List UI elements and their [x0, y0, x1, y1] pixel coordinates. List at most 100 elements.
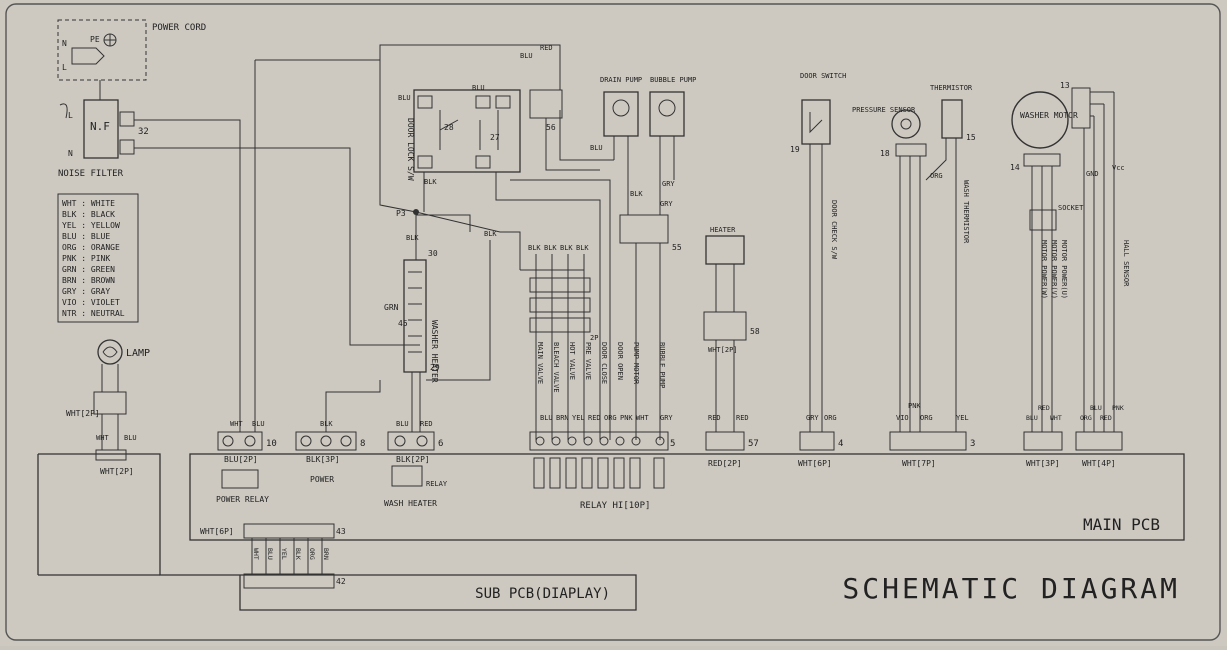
svg-text:BLK: BLK — [528, 244, 541, 252]
svg-text:WHT[3P]: WHT[3P] — [1026, 459, 1060, 468]
svg-text:DOOR CLOSE: DOOR CLOSE — [600, 342, 608, 384]
svg-text:BUBBLE PUMP: BUBBLE PUMP — [650, 76, 696, 84]
svg-text:43: 43 — [336, 527, 346, 536]
power-label: POWER — [310, 475, 334, 484]
svg-text:VIO : VIOLET: VIO : VIOLET — [62, 298, 120, 307]
svg-text:WHT[6P]: WHT[6P] — [200, 527, 234, 536]
door-switch — [801, 99, 831, 145]
svg-text:18: 18 — [880, 149, 890, 158]
washer-heater — [403, 259, 427, 373]
svg-text:BLU: BLU — [266, 548, 274, 560]
noise-filter-label: NOISE FILTER — [58, 169, 124, 179]
svg-text:HEATER: HEATER — [710, 226, 736, 234]
svg-text:PE: PE — [90, 35, 100, 44]
svg-text:WHT[6P]: WHT[6P] — [798, 459, 832, 468]
svg-text:27: 27 — [490, 133, 500, 142]
color-legend-box — [57, 193, 139, 323]
svg-text:RED: RED — [1100, 414, 1112, 422]
sub-pcb-outline — [38, 453, 637, 611]
svg-text:RED: RED — [540, 44, 553, 52]
door-lock-box — [413, 89, 521, 173]
svg-text:BRN: BRN — [322, 548, 330, 560]
svg-text:L: L — [62, 63, 67, 72]
svg-text:L: L — [68, 111, 73, 120]
svg-text:58: 58 — [750, 327, 760, 336]
svg-text:PRE VALVE: PRE VALVE — [584, 342, 592, 380]
svg-text:WHT: WHT — [230, 420, 243, 428]
svg-text:WHT: WHT — [1050, 414, 1062, 422]
svg-text:15: 15 — [966, 133, 976, 142]
svg-text:YEL: YEL — [956, 414, 969, 422]
svg-text:BLK: BLK — [320, 420, 333, 428]
svg-text:Vcc: Vcc — [1112, 164, 1125, 172]
svg-text:4: 4 — [838, 439, 843, 449]
svg-text:WHT: WHT — [96, 434, 109, 442]
svg-text:WASHER HEATER: WASHER HEATER — [430, 320, 439, 383]
svg-text:BLU: BLU — [472, 84, 485, 92]
svg-text:GRY : GRAY: GRY : GRAY — [62, 287, 110, 296]
noise-filter-box — [83, 99, 119, 159]
svg-text:DOOR OPEN: DOOR OPEN — [616, 342, 624, 380]
svg-text:42: 42 — [336, 577, 346, 586]
svg-text:GRY: GRY — [660, 414, 673, 422]
svg-text:55: 55 — [672, 243, 682, 252]
svg-text:NTR : NEUTRAL: NTR : NEUTRAL — [62, 309, 125, 318]
svg-text:BLK: BLK — [406, 234, 419, 242]
svg-text:N: N — [62, 39, 67, 48]
svg-text:BLK: BLK — [560, 244, 573, 252]
heater — [705, 235, 745, 265]
svg-text:PNK: PNK — [620, 414, 633, 422]
svg-text:RED: RED — [708, 414, 721, 422]
thermistor — [941, 99, 963, 139]
svg-text:BLK: BLK — [484, 230, 497, 238]
svg-text:YEL: YEL — [280, 548, 288, 560]
svg-text:5: 5 — [670, 439, 675, 449]
svg-text:WHT : WHITE: WHT : WHITE — [62, 199, 115, 208]
svg-text:ORG: ORG — [308, 548, 316, 560]
svg-text:ORG: ORG — [824, 414, 837, 422]
svg-text:BLU: BLU — [1090, 404, 1102, 412]
svg-text:19: 19 — [790, 145, 800, 154]
svg-text:BLU: BLU — [252, 420, 265, 428]
svg-text:30: 30 — [428, 249, 438, 258]
svg-text:ORG: ORG — [920, 414, 933, 422]
svg-text:WHT[4P]: WHT[4P] — [1082, 459, 1116, 468]
svg-text:RED: RED — [588, 414, 601, 422]
svg-text:ORG: ORG — [930, 172, 943, 180]
svg-text:WHT[7P]: WHT[7P] — [902, 459, 936, 468]
svg-text:DOOR CHECK S/W: DOOR CHECK S/W — [830, 200, 838, 260]
lamp-icon — [97, 339, 123, 365]
svg-text:32: 32 — [138, 127, 149, 137]
svg-text:ORG: ORG — [1080, 414, 1092, 422]
svg-text:HALL SENSOR: HALL SENSOR — [1122, 240, 1130, 287]
svg-text:YEL: YEL — [572, 414, 585, 422]
svg-text:MAIN VALVE: MAIN VALVE — [536, 342, 544, 384]
washer-motor — [1011, 91, 1069, 149]
svg-text:SOCKET: SOCKET — [1058, 204, 1084, 212]
bubble-pump — [649, 91, 685, 137]
svg-text:8: 8 — [360, 439, 365, 449]
wash-heater-label: WASH HEATER — [384, 499, 437, 508]
door-lock-label: DOOR LOCK S/W — [406, 118, 415, 181]
svg-text:56: 56 — [546, 123, 556, 132]
svg-text:BRN : BROWN: BRN : BROWN — [62, 276, 115, 285]
svg-text:BLU: BLU — [590, 144, 603, 152]
diagram-title: SCHEMATIC DIAGRAM — [842, 572, 1180, 605]
svg-text:ORG : ORANGE: ORG : ORANGE — [62, 243, 120, 252]
svg-text:RED: RED — [420, 420, 433, 428]
svg-text:RED: RED — [736, 414, 749, 422]
pressure-sensor — [891, 109, 921, 139]
svg-text:GND: GND — [1086, 170, 1099, 178]
svg-text:BLK : BLACK: BLK : BLACK — [62, 210, 115, 219]
svg-text:BUBBLE PUMP: BUBBLE PUMP — [658, 342, 666, 388]
svg-text:2P: 2P — [590, 334, 598, 342]
svg-text:WHT[2P]: WHT[2P] — [66, 409, 100, 418]
svg-text:RED: RED — [1038, 404, 1050, 412]
svg-text:MOTOR POWER(V): MOTOR POWER(V) — [1050, 240, 1058, 299]
svg-text:PRESSURE SENSOR: PRESSURE SENSOR — [852, 106, 916, 114]
svg-text:BLEACH VALVE: BLEACH VALVE — [552, 342, 560, 393]
main-pcb-box — [189, 453, 1185, 541]
power-cord-label: POWER CORD — [152, 23, 206, 33]
svg-text:BLU: BLU — [396, 420, 409, 428]
